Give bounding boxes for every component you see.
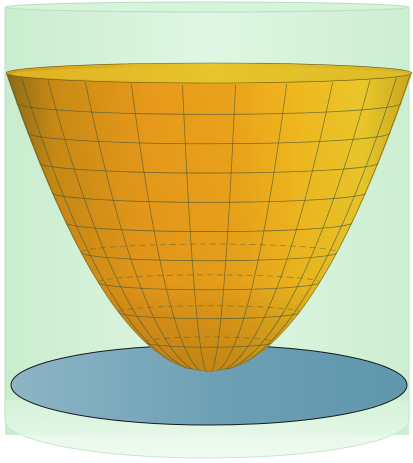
bowl-rim-inner <box>12 67 406 81</box>
bowl-hidden-parallel-line <box>97 274 321 283</box>
bowl-parallel-line <box>65 222 353 232</box>
bowl-meridian-line <box>21 77 210 372</box>
bowl-parallel-line <box>51 192 367 203</box>
bowl-meridian-line <box>7 74 210 372</box>
bowl-hidden-parallel-line <box>117 305 301 313</box>
bowl-parallel-line <box>144 341 274 348</box>
bowl-meridian-line <box>208 77 397 372</box>
bowl-parallel-line <box>16 102 402 115</box>
bowl-meridian-line <box>208 82 333 372</box>
bowl-meridian-line <box>208 84 288 372</box>
bowl-parallel-line <box>27 132 391 145</box>
paraboloid-bowl <box>5 62 413 372</box>
bowl-meridian-line <box>47 80 210 372</box>
bowl-hidden-parallel-line <box>80 243 338 253</box>
bowl-hidden-parallel-line <box>144 336 274 343</box>
cylinder-top-rim <box>4 1 410 13</box>
cylinder-bottom-edge <box>4 419 410 459</box>
bowl-meridian-line <box>130 84 210 372</box>
bowl-parallel-line <box>97 282 321 291</box>
bowl-meridian-line <box>208 84 236 372</box>
bowl-parallel-line <box>80 252 338 262</box>
bowl-parallel-line <box>38 162 380 174</box>
bowl-meridian-line <box>208 74 411 372</box>
bowl-grid <box>7 74 411 372</box>
bowl-meridian-line <box>85 82 210 372</box>
bowl-meridian-line <box>182 84 210 372</box>
bowl-parallel-line <box>117 312 301 320</box>
bowl-meridian-line <box>208 80 371 372</box>
